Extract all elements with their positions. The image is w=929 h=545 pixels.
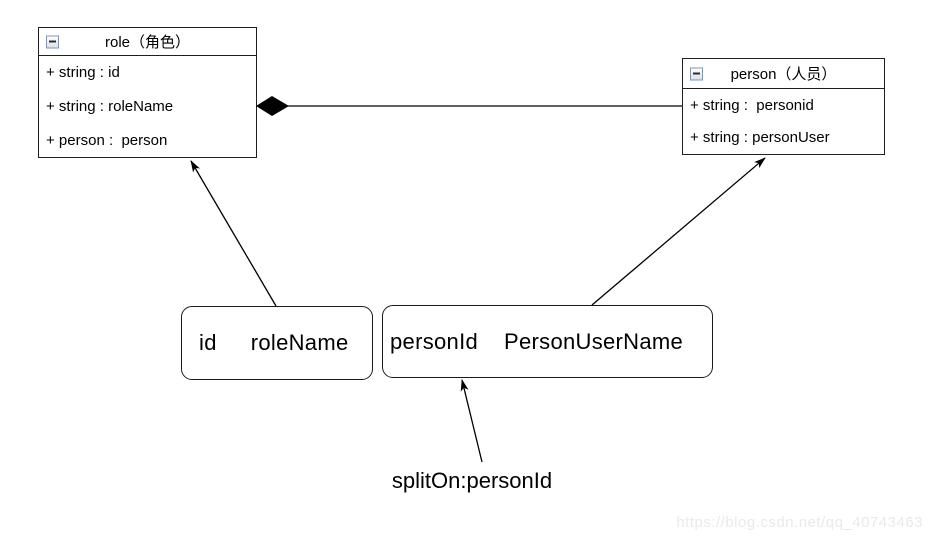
class-role[interactable]: role（角色） + string : id + string : roleNa… <box>38 27 257 158</box>
spliton-annotation-label: splitOn:personId <box>391 468 553 493</box>
collapse-minus-icon[interactable] <box>46 35 59 48</box>
class-person[interactable]: person（人员） + string : personid + string … <box>682 58 885 155</box>
class-person-attribute: + string : personid <box>690 96 814 114</box>
composition-connector <box>256 96 682 116</box>
class-person-title: person（人员） <box>730 66 837 83</box>
class-role-attribute: + string : id <box>46 64 120 82</box>
class-role-attribute: + string : roleName <box>46 98 174 115</box>
arrow-spliton-to-personid <box>460 379 483 463</box>
composition-diamond-icon <box>256 96 289 116</box>
role-fields-box[interactable]: id roleName <box>181 306 373 380</box>
person-fields-box[interactable]: personId PersonUserName <box>382 305 713 378</box>
field-personid: personId <box>390 328 479 354</box>
watermark-url: https://blog.csdn.net/qq_40743463 <box>676 514 923 531</box>
collapse-minus-icon[interactable] <box>690 67 703 80</box>
arrow-rolefields-to-role <box>190 160 277 307</box>
field-rolename: roleName <box>250 330 349 355</box>
class-role-attribute: + person : person <box>46 131 168 149</box>
arrow-personfields-to-person <box>591 157 766 306</box>
class-role-title: role（角色） <box>104 34 190 51</box>
class-person-header: person（人员） <box>683 59 884 89</box>
class-role-header: role（角色） <box>39 28 256 56</box>
field-personusername: PersonUserName <box>504 328 684 354</box>
field-id: id <box>199 330 217 355</box>
class-person-attribute: + string : personUser <box>690 129 830 147</box>
